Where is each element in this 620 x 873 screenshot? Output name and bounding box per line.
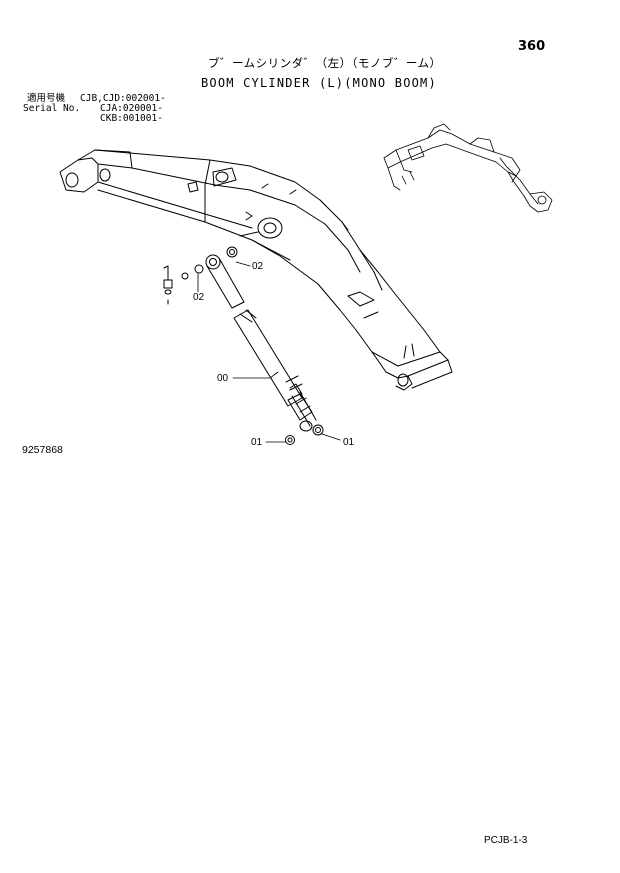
serial-range-1: CJB,CJD:002001- — [80, 93, 166, 104]
bottom-bushing-parts — [286, 425, 324, 445]
page-number: 360 — [518, 39, 546, 54]
page-footer-code: PCJB-1-3 — [484, 835, 528, 846]
callout-01-right: 01 — [343, 437, 355, 448]
callout-01-left: 01 — [251, 437, 263, 448]
drawing-number: 9257868 — [22, 444, 63, 456]
title-english: BOOM CYLINDER (L)(MONO BOOM) — [201, 76, 437, 90]
boom-cylinder-assembly — [206, 255, 316, 431]
pin-and-bushing-parts — [164, 247, 237, 304]
serial-label-en: Serial No. — [23, 103, 81, 114]
callout-02-left: 02 — [193, 292, 205, 303]
boom-illustration — [60, 150, 452, 390]
serial-label-jp: 適用号機 — [27, 93, 66, 104]
callout-02-top: 02 — [252, 261, 264, 272]
leader-lines — [198, 262, 340, 442]
serial-range-3: CKB:001001- — [100, 113, 163, 124]
title-japanese: ブ゛ームシリンダ゛（左）（モノブ゛ーム） — [208, 56, 442, 70]
serial-range-2: CJA:020001- — [100, 103, 163, 114]
callout-00: 00 — [217, 373, 229, 384]
overview-thumbnail — [384, 124, 552, 212]
